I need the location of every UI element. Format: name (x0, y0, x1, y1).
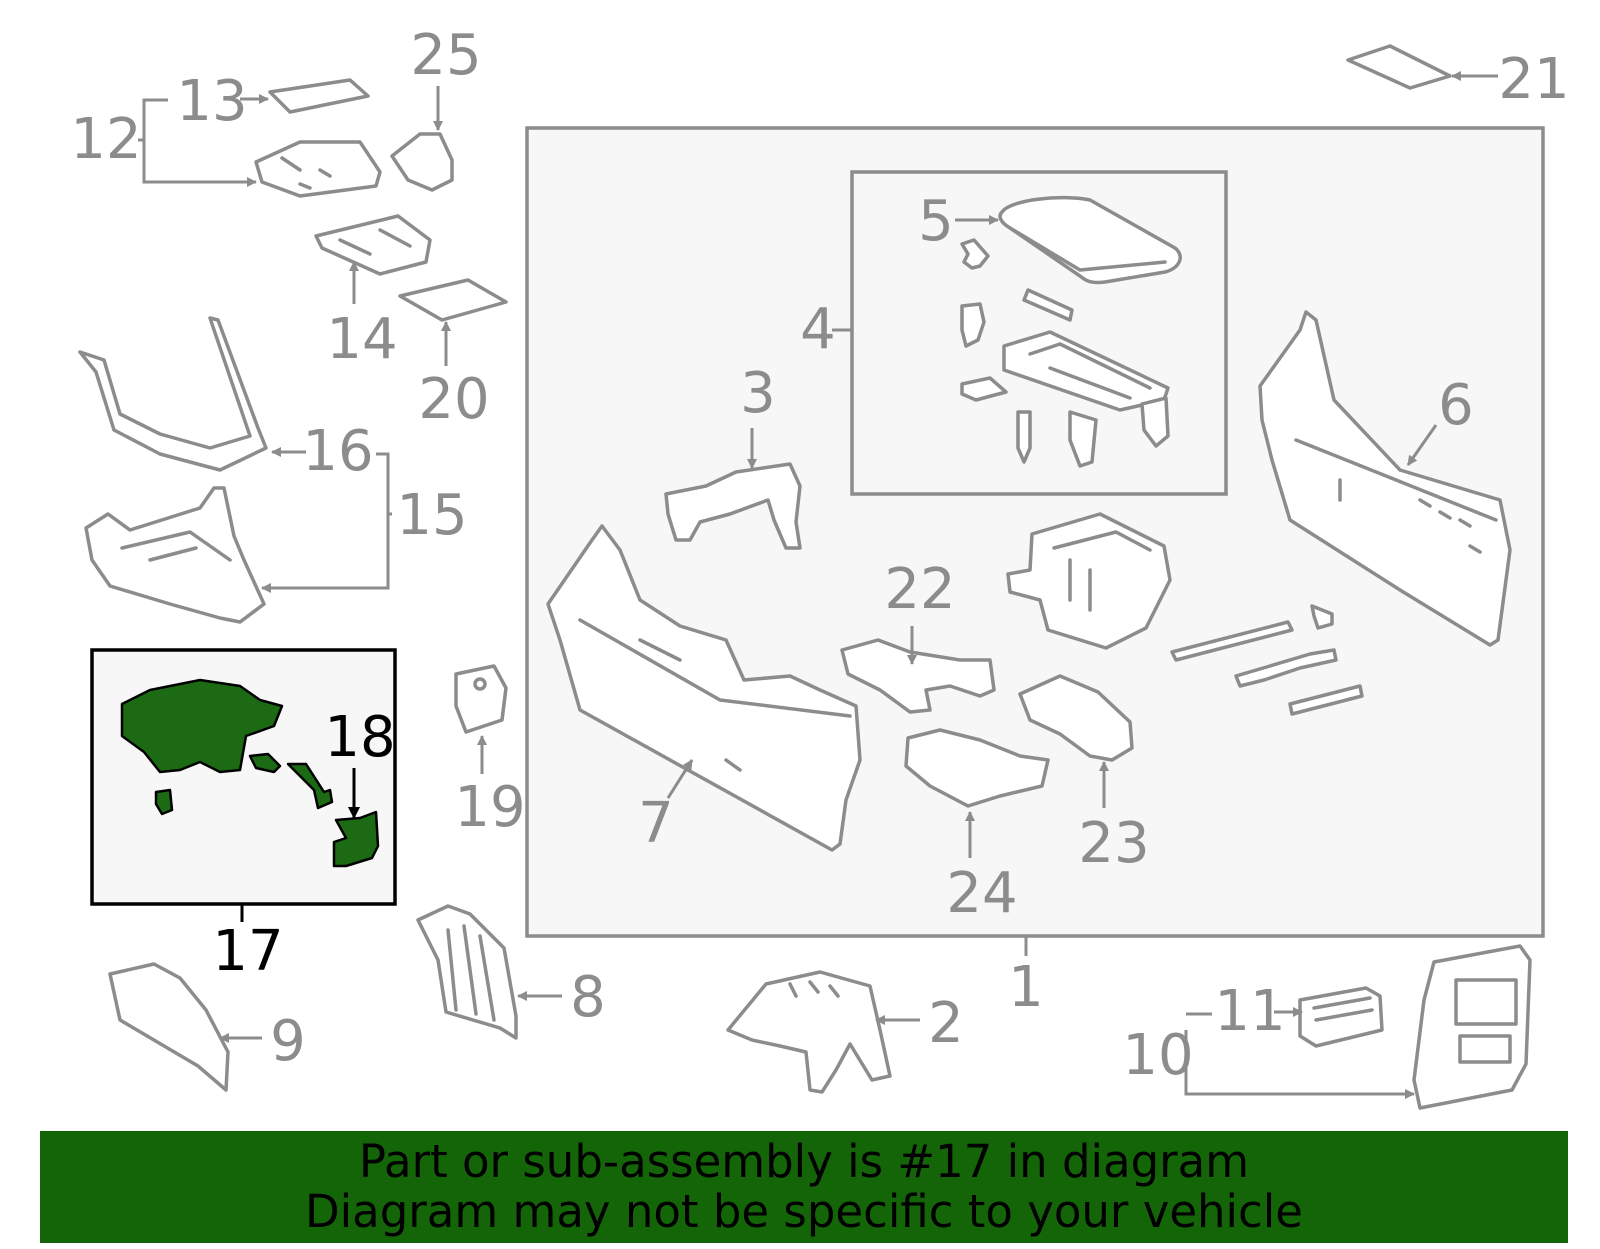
mat-part-21 (1346, 44, 1498, 90)
callout-25: 25 (410, 23, 481, 88)
bracket-part-23 (1018, 674, 1134, 808)
callout-16: 16 (302, 419, 373, 484)
mat-part-20 (398, 278, 508, 366)
bracket-part-25 (390, 86, 454, 192)
bracket-part-2 (726, 970, 920, 1094)
armrest-hardware-parts (960, 238, 1170, 468)
upper-panel-part-12 (138, 98, 382, 198)
callout-21: 21 (1498, 47, 1569, 112)
console-side-panel-right (1258, 310, 1512, 647)
info-banner: Part or sub-assembly is #17 in diagram D… (40, 1131, 1568, 1243)
callout-24: 24 (946, 861, 1017, 926)
trim-part-15 (84, 452, 392, 624)
banner-line-part-number: Part or sub-assembly is #17 in diagram (358, 1135, 1250, 1188)
highlighted-part-17 (120, 678, 380, 868)
armrest-lid-part (955, 195, 1182, 285)
tray-part-13 (240, 78, 370, 114)
clip-part-19 (454, 664, 508, 774)
callout-8: 8 (570, 965, 606, 1030)
panel-part-8 (416, 904, 562, 1040)
callout-15: 15 (396, 483, 467, 548)
callout-18: 18 (324, 705, 395, 770)
callouts: 1 2 3 4 5 6 7 8 9 10 11 12 13 14 15 16 1… (70, 23, 1569, 1088)
rear-panel-part-10 (1184, 944, 1532, 1110)
banner-line-disclaimer: Diagram may not be specific to your vehi… (305, 1185, 1303, 1238)
rods-and-clips (1170, 604, 1364, 716)
callout-2: 2 (928, 991, 964, 1056)
callout-20: 20 (418, 367, 489, 432)
cup-holder-part-14 (314, 214, 432, 304)
callout-22: 22 (884, 557, 955, 622)
callout-5: 5 (918, 189, 954, 254)
bracket-part-24 (904, 728, 1050, 858)
callout-9: 9 (270, 1009, 306, 1074)
vent-part-11 (1274, 986, 1384, 1048)
callout-17: 17 (212, 919, 283, 984)
bracket-part-22 (840, 626, 996, 714)
callout-3: 3 (740, 361, 776, 426)
callout-12: 12 (70, 107, 141, 172)
callout-23: 23 (1078, 811, 1149, 876)
console-body-part (546, 524, 862, 852)
bracket-part-3 (664, 428, 802, 550)
callout-4: 4 (800, 297, 836, 362)
callout-7: 7 (638, 791, 674, 856)
armrest-subassembly-box (832, 170, 1228, 496)
callout-10: 10 (1122, 1023, 1193, 1088)
callout-11: 11 (1214, 979, 1285, 1044)
callout-6: 6 (1438, 373, 1474, 438)
trim-part-16 (78, 316, 306, 472)
callout-13: 13 (176, 69, 247, 134)
panel-part-9 (108, 962, 262, 1092)
callout-19: 19 (454, 775, 525, 840)
shift-housing-part (1006, 512, 1172, 650)
callout-1: 1 (1008, 955, 1044, 1020)
callout-14: 14 (326, 307, 397, 372)
